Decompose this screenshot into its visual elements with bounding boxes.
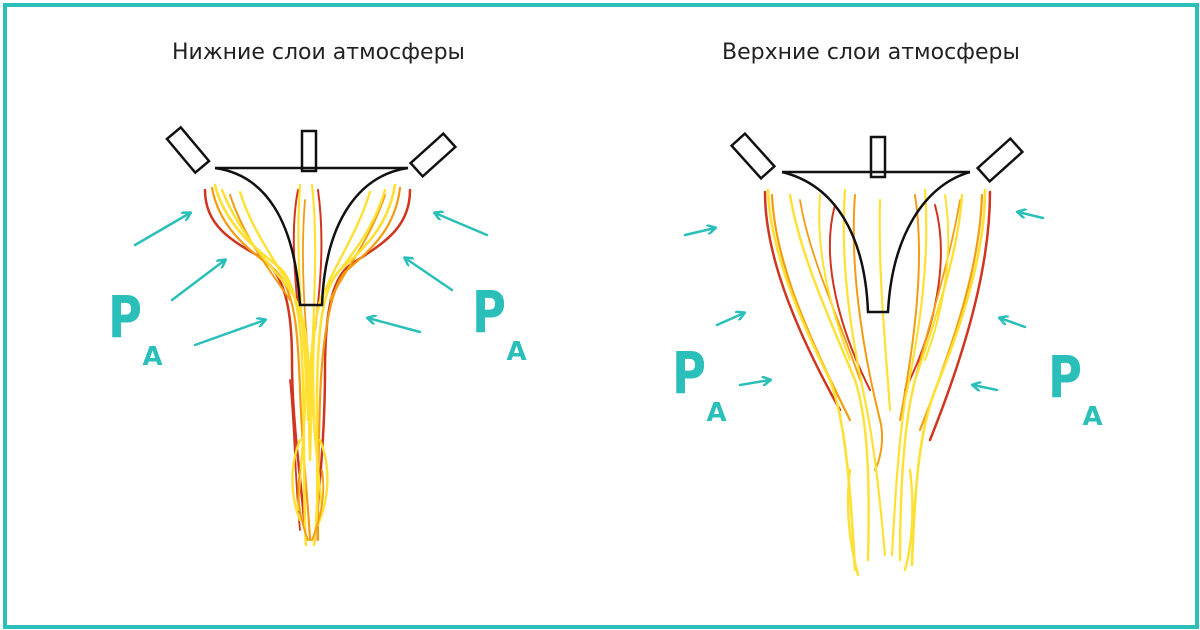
left-ambient-pressure-label-2: PA	[472, 278, 535, 365]
right-nozzle-bell	[781, 170, 971, 314]
pressure-arrow	[170, 260, 225, 302]
pressure-arrow	[1018, 212, 1045, 220]
left-panel-title: Нижние слои атмосферы	[172, 40, 465, 65]
pressure-symbol: P	[472, 278, 507, 346]
right-panel-title: Верхние слои атмосферы	[722, 40, 1020, 65]
pressure-subscript: A	[1082, 402, 1103, 432]
left-nozzle-left-engine	[165, 125, 211, 175]
pressure-arrow	[683, 228, 715, 237]
pressure-arrow	[133, 213, 190, 247]
pressure-arrow	[405, 258, 454, 292]
right-ambient-pressure-label-1: PA	[672, 339, 735, 426]
pressure-symbol: P	[672, 339, 707, 407]
pressure-subscript: A	[142, 342, 163, 372]
pressure-subscript: A	[706, 398, 727, 428]
left-nozzle-right-engine	[408, 131, 458, 179]
right-exhaust-plume	[763, 188, 992, 577]
pressure-symbol: P	[108, 283, 143, 351]
right-nozzle	[729, 131, 1025, 314]
left-engine-group	[133, 125, 489, 547]
left-nozzle-center-engine	[300, 129, 318, 173]
right-nozzle-right-engine	[975, 136, 1025, 184]
right-nozzle-left-engine	[729, 131, 777, 181]
left-exhaust-plume	[203, 183, 412, 547]
pressure-arrow	[435, 213, 489, 237]
pressure-arrow	[973, 385, 999, 390]
left-nozzle	[165, 125, 458, 307]
right-nozzle-center-engine	[869, 135, 887, 179]
pressure-arrow	[715, 313, 744, 327]
left-pressure-arrows	[133, 213, 489, 347]
right-pressure-arrows	[683, 212, 1045, 390]
pressure-arrow	[1000, 318, 1027, 329]
right-engine-group	[683, 131, 1045, 577]
right-ambient-pressure-label-2: PA	[1048, 343, 1111, 430]
pressure-arrow	[193, 320, 265, 347]
pressure-arrow	[738, 380, 770, 387]
pressure-arrow	[368, 318, 422, 334]
pressure-subscript: A	[506, 337, 527, 367]
left-ambient-pressure-label-1: PA	[108, 283, 171, 370]
left-nozzle-bell	[214, 166, 409, 307]
pressure-symbol: P	[1048, 343, 1083, 411]
